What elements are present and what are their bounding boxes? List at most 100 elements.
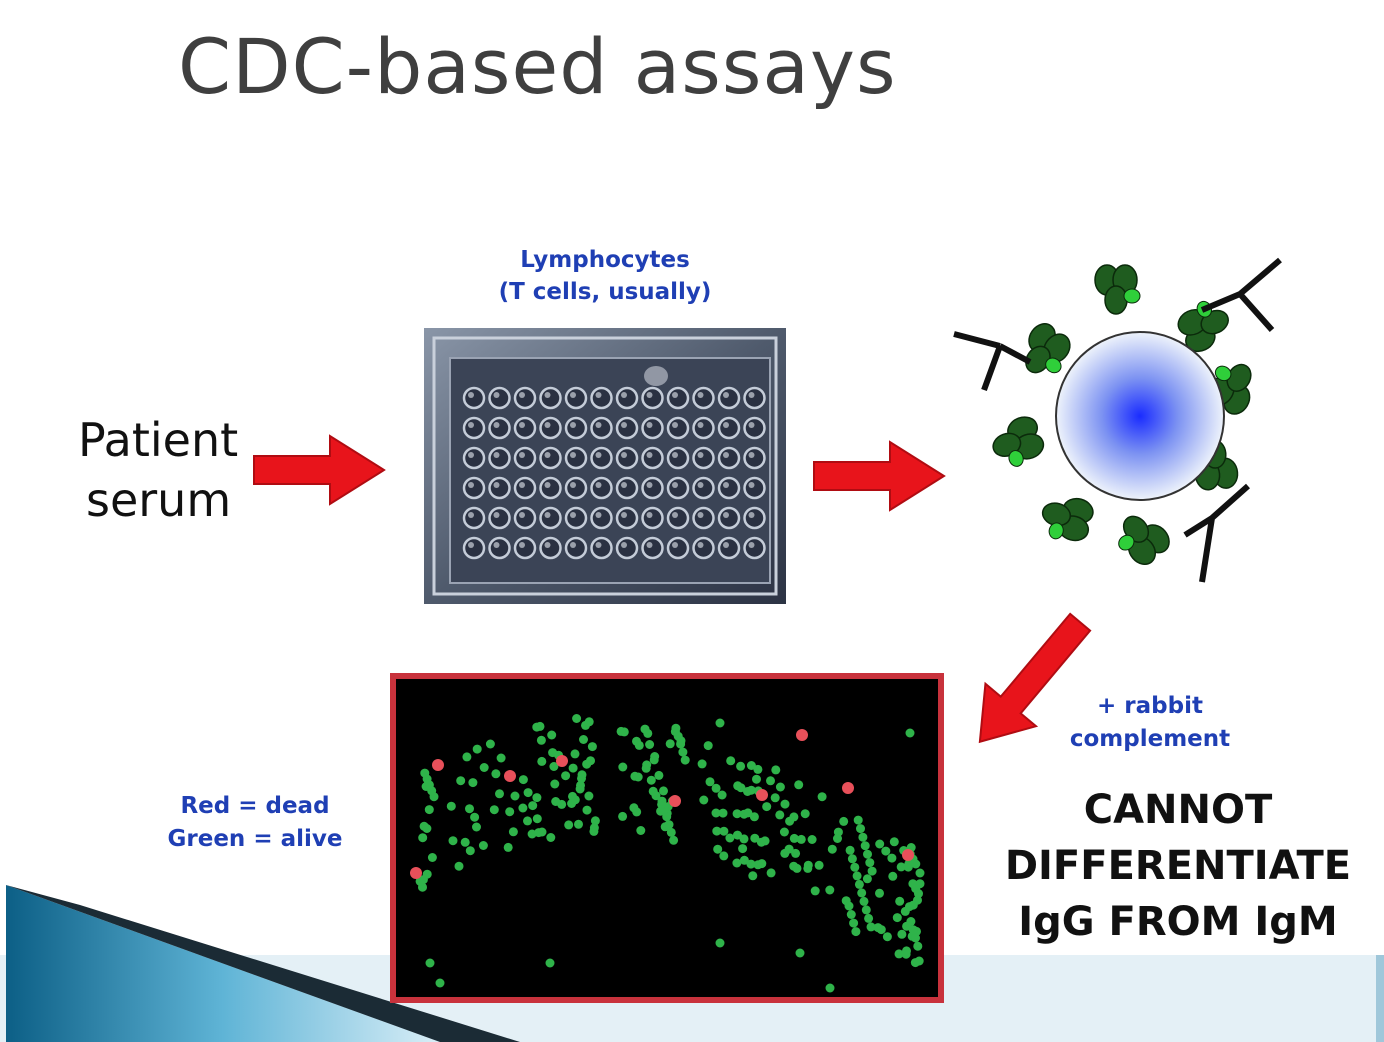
alive-cell <box>549 762 559 771</box>
lymphocyte-antibody-diagram <box>953 257 1282 583</box>
alive-cell <box>534 828 544 838</box>
plate-well <box>462 386 486 410</box>
alive-cell <box>665 739 675 749</box>
y-antibodies <box>953 257 1282 583</box>
alive-cell <box>739 809 749 819</box>
plate-well <box>615 506 639 530</box>
alive-cell <box>662 812 672 822</box>
plate-well <box>692 536 715 560</box>
alive-cell <box>908 900 918 910</box>
alive-cell <box>537 756 547 766</box>
alive-cell <box>657 796 667 806</box>
plate-well <box>743 476 766 500</box>
alive-cell <box>465 804 474 814</box>
alive-cell <box>865 858 875 868</box>
plate-well <box>590 476 613 500</box>
alive-cell <box>448 836 458 846</box>
alive-cell <box>472 744 482 754</box>
alive-cell <box>779 827 789 837</box>
alive-cell <box>796 834 806 844</box>
alive-cell <box>803 860 813 870</box>
alive-cell <box>574 819 583 829</box>
alive-cell <box>789 812 799 822</box>
alive-cell <box>715 938 725 948</box>
alive-cell <box>839 816 849 826</box>
alive-cell <box>771 765 781 775</box>
alive-cell <box>845 845 855 855</box>
alive-cell <box>456 776 466 786</box>
alive-cell <box>523 816 532 826</box>
alive-cell <box>760 836 770 846</box>
dead-cell <box>556 755 568 767</box>
alive-cell <box>678 747 688 757</box>
alive-cell <box>746 785 756 795</box>
alive-cell <box>589 823 599 833</box>
alive-cell <box>572 714 582 723</box>
alive-cell <box>465 846 475 856</box>
plate-well <box>590 536 613 560</box>
alive-cell <box>546 833 556 842</box>
dead-cell <box>796 729 808 741</box>
alive-cell <box>489 805 499 815</box>
conclusion-line3: IgG FROM IgM <box>1018 899 1338 945</box>
alive-cell <box>550 779 560 789</box>
alive-cell <box>532 793 542 803</box>
plate-well <box>743 386 766 410</box>
plate-well <box>590 506 613 530</box>
alive-cell <box>753 764 763 774</box>
alive-cell <box>640 724 650 734</box>
plate-well <box>641 476 664 500</box>
alive-cell <box>895 896 905 906</box>
alive-cell <box>646 775 656 785</box>
alive-cell <box>856 824 865 834</box>
alive-cell <box>859 896 869 906</box>
plate-well <box>692 506 715 530</box>
alive-cell <box>908 925 918 935</box>
plate-well <box>641 416 664 440</box>
dead-cell <box>669 795 681 807</box>
plate-well <box>615 446 639 470</box>
alive-cell <box>419 821 429 831</box>
alive-cell <box>762 802 772 812</box>
alive-cell <box>618 811 628 821</box>
alive-cell <box>887 853 897 863</box>
alive-cell <box>894 949 904 959</box>
alive-cell <box>590 816 600 826</box>
alive-cell <box>699 795 709 805</box>
alive-cell <box>810 886 820 896</box>
alive-cell <box>435 978 445 988</box>
plate-well <box>641 386 664 410</box>
plate-well <box>513 446 537 470</box>
plate-well <box>488 506 511 530</box>
alive-cell <box>733 830 742 840</box>
alive-cell <box>817 792 827 802</box>
plate-well <box>590 416 613 440</box>
plate-well <box>590 386 613 410</box>
alive-cell <box>454 861 464 871</box>
stained-cells <box>410 714 925 993</box>
lymphocytes-caption: Lymphocytes (T cells, usually) <box>470 244 740 308</box>
alive-cell <box>732 858 742 868</box>
alive-cell <box>636 826 646 835</box>
plate-well <box>692 446 715 470</box>
slide-title: CDC-based assays <box>178 22 897 111</box>
alive-cell <box>746 859 756 869</box>
alive-cell <box>791 848 801 858</box>
alive-cell <box>827 844 837 854</box>
alive-cell <box>485 739 495 749</box>
plate-well <box>692 386 715 410</box>
alive-cell <box>651 791 661 801</box>
arrow-cell-to-micrograph <box>978 612 1092 744</box>
alive-cell <box>547 730 557 740</box>
alive-cell <box>472 822 481 832</box>
alive-cell <box>814 860 824 870</box>
alive-cell <box>545 958 555 968</box>
alive-cell <box>532 814 542 824</box>
plate-well <box>641 506 664 530</box>
alive-cell <box>570 749 580 759</box>
dead-cell <box>410 867 422 879</box>
dead-cell <box>432 759 444 771</box>
plate-well <box>539 476 562 500</box>
alive-cell <box>425 958 435 968</box>
plate-well <box>666 506 690 530</box>
